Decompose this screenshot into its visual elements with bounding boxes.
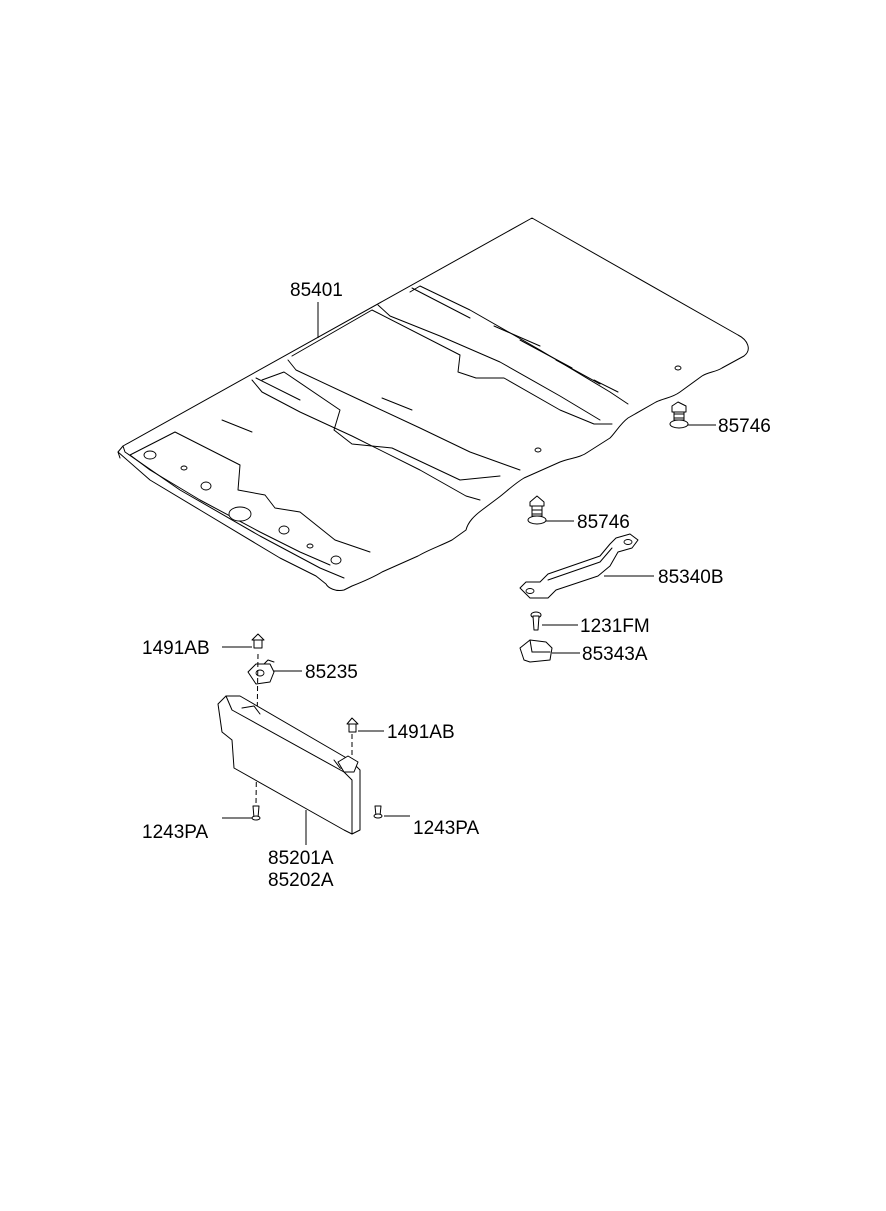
clip-85746-upper bbox=[669, 401, 689, 429]
label-1491AB-right: 1491AB bbox=[387, 722, 455, 743]
sunvisor-hinge bbox=[337, 755, 359, 773]
clip-85746-lower bbox=[527, 495, 547, 525]
label-85401: 85401 bbox=[290, 280, 343, 301]
bolt-1243PA-left bbox=[251, 805, 261, 821]
label-85746-upper: 85746 bbox=[718, 416, 771, 437]
label-1243PA-left: 1243PA bbox=[142, 822, 209, 843]
headliner-panel bbox=[117, 217, 749, 591]
label-1491AB-left: 1491AB bbox=[142, 638, 210, 659]
label-85746-lower: 85746 bbox=[577, 512, 630, 533]
label-85343A: 85343A bbox=[582, 644, 648, 665]
label-1243PA-right: 1243PA bbox=[413, 818, 480, 839]
label-85202A: 85202A bbox=[268, 870, 334, 891]
cover-85343A bbox=[519, 639, 553, 663]
screw-1491AB-right bbox=[346, 717, 359, 733]
label-1231FM: 1231FM bbox=[580, 616, 650, 637]
label-85201A: 85201A bbox=[268, 848, 334, 869]
screw-1491AB-left bbox=[251, 633, 265, 649]
retainer-85235 bbox=[247, 659, 275, 685]
bolt-1243PA-right bbox=[373, 805, 383, 819]
label-85340B: 85340B bbox=[658, 567, 724, 588]
label-85235: 85235 bbox=[305, 662, 358, 683]
screw-1231FM bbox=[530, 611, 542, 631]
assist-handle bbox=[519, 533, 639, 599]
sunvisor bbox=[217, 695, 361, 835]
